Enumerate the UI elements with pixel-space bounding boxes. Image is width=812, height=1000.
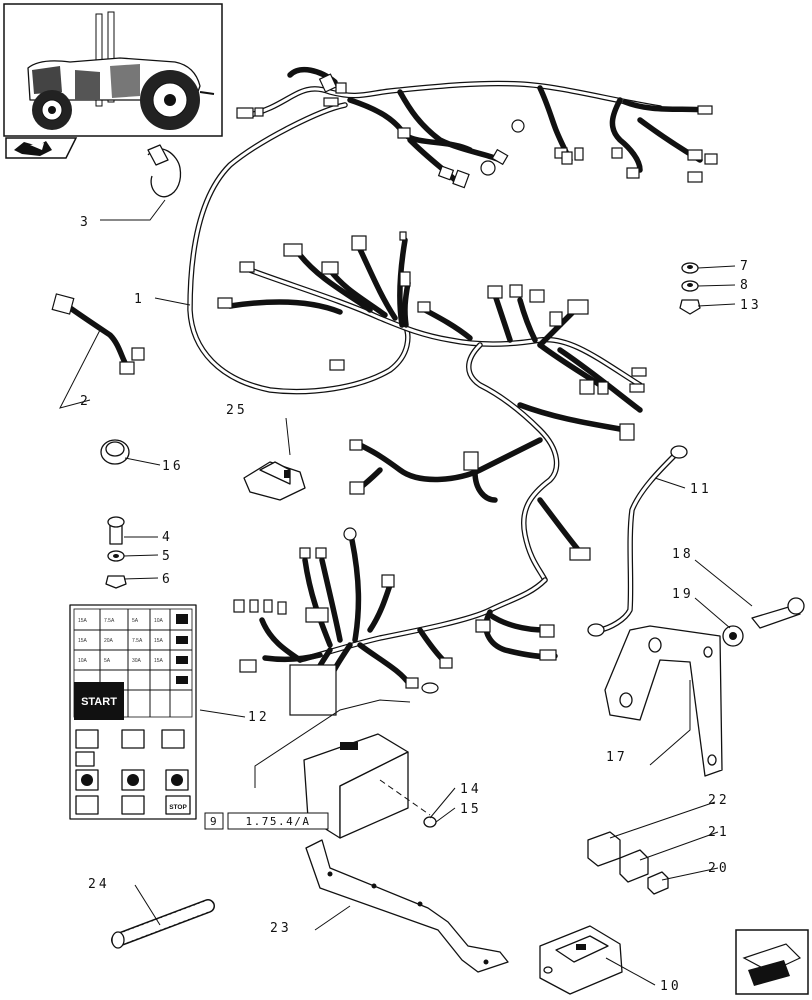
grommet-part-16: [100, 439, 130, 465]
start-button[interactable]: [74, 682, 124, 720]
leader-lines: [59, 199, 753, 986]
fuse-label: 30A: [132, 658, 142, 664]
fuse-label: 10A: [78, 658, 88, 664]
sub-harness-part-2: [51, 293, 145, 375]
connector-housing-part-25: [243, 461, 306, 501]
fuse-label: 7.5A: [132, 638, 143, 644]
battery-cable-part-11: [587, 445, 688, 637]
relay-base-part-10: [539, 925, 623, 995]
callout-3: 3: [80, 215, 91, 230]
callout-14: 14: [460, 782, 482, 797]
callout-10: 10: [660, 979, 682, 994]
cross-reference-box[interactable]: 9 1.75.4/A: [204, 812, 329, 830]
callout-20: 23: [270, 921, 292, 936]
bolt-washer-nut-parts-4-5-6: [105, 516, 127, 589]
callout-23: 19: [672, 587, 694, 602]
callout-5: 5: [162, 549, 173, 564]
fuse-label: 7.5A: [104, 618, 115, 624]
callout-1: 1: [134, 292, 145, 307]
fuse-label: 15A: [78, 638, 88, 644]
bracket-bolt-parts-21-22-23: [604, 597, 805, 777]
callout-24: 24: [88, 877, 110, 892]
callout-6: 6: [162, 572, 173, 587]
cable-tie-part-3: [147, 144, 182, 198]
corrugated-sleeve-part-24: [111, 899, 215, 949]
callout-7: 7: [740, 259, 751, 274]
callout-21: 17: [606, 750, 628, 765]
callout-19: 22: [708, 793, 730, 808]
callout-2: 2: [80, 394, 91, 409]
fuse-label: 20A: [104, 638, 114, 644]
fuse-grid: 15A 7.5A 5A 10A 15A 20A 7.5A 15A 10A 5A …: [74, 609, 192, 717]
fuse-label: 15A: [154, 658, 164, 664]
reference-section: 1.75.4/A: [246, 815, 311, 828]
main-wiring-harness: [187, 66, 709, 698]
fuse-label: 5A: [132, 618, 139, 624]
page-corner-arrow-icon[interactable]: [735, 929, 809, 995]
fuse-label: 15A: [78, 618, 88, 624]
fuse-label: 5A: [104, 658, 111, 664]
support-bracket-part-20: [305, 839, 509, 973]
panel-switches: [75, 729, 191, 815]
tractor-thumbnail-icon[interactable]: [3, 3, 223, 137]
callout-16: 16: [162, 459, 184, 474]
fuse-panel-part-12: 15A 7.5A 5A 10A 15A 20A 7.5A 15A 10A 5A …: [69, 604, 197, 820]
callout-25: 25: [226, 403, 248, 418]
fuse-label: 15A: [154, 638, 164, 644]
callout-4: 4: [162, 530, 173, 545]
callout-17: 20: [708, 861, 730, 876]
reference-page: 9: [210, 815, 218, 828]
stop-label: STOP: [169, 804, 187, 811]
hardware-parts-7-8-13: [679, 262, 701, 315]
callout-18: 21: [708, 825, 730, 840]
callout-12: 12: [248, 710, 270, 725]
relay-parts-17-18-19: [587, 831, 669, 895]
callout-11: 11: [690, 482, 712, 497]
fuse-label: 10A: [154, 618, 164, 624]
harness-connectors: [217, 73, 718, 716]
start-label: START: [81, 696, 117, 708]
callout-15: 15: [460, 802, 482, 817]
callout-8: 8: [740, 278, 751, 293]
callout-labels: 3 1 2 25 16 4 5 6 7 8 13 11 18 19 17 12 …: [80, 215, 762, 994]
callout-13: 13: [740, 298, 762, 313]
callout-22: 18: [672, 547, 694, 562]
next-page-arrow-icon[interactable]: [5, 137, 78, 159]
